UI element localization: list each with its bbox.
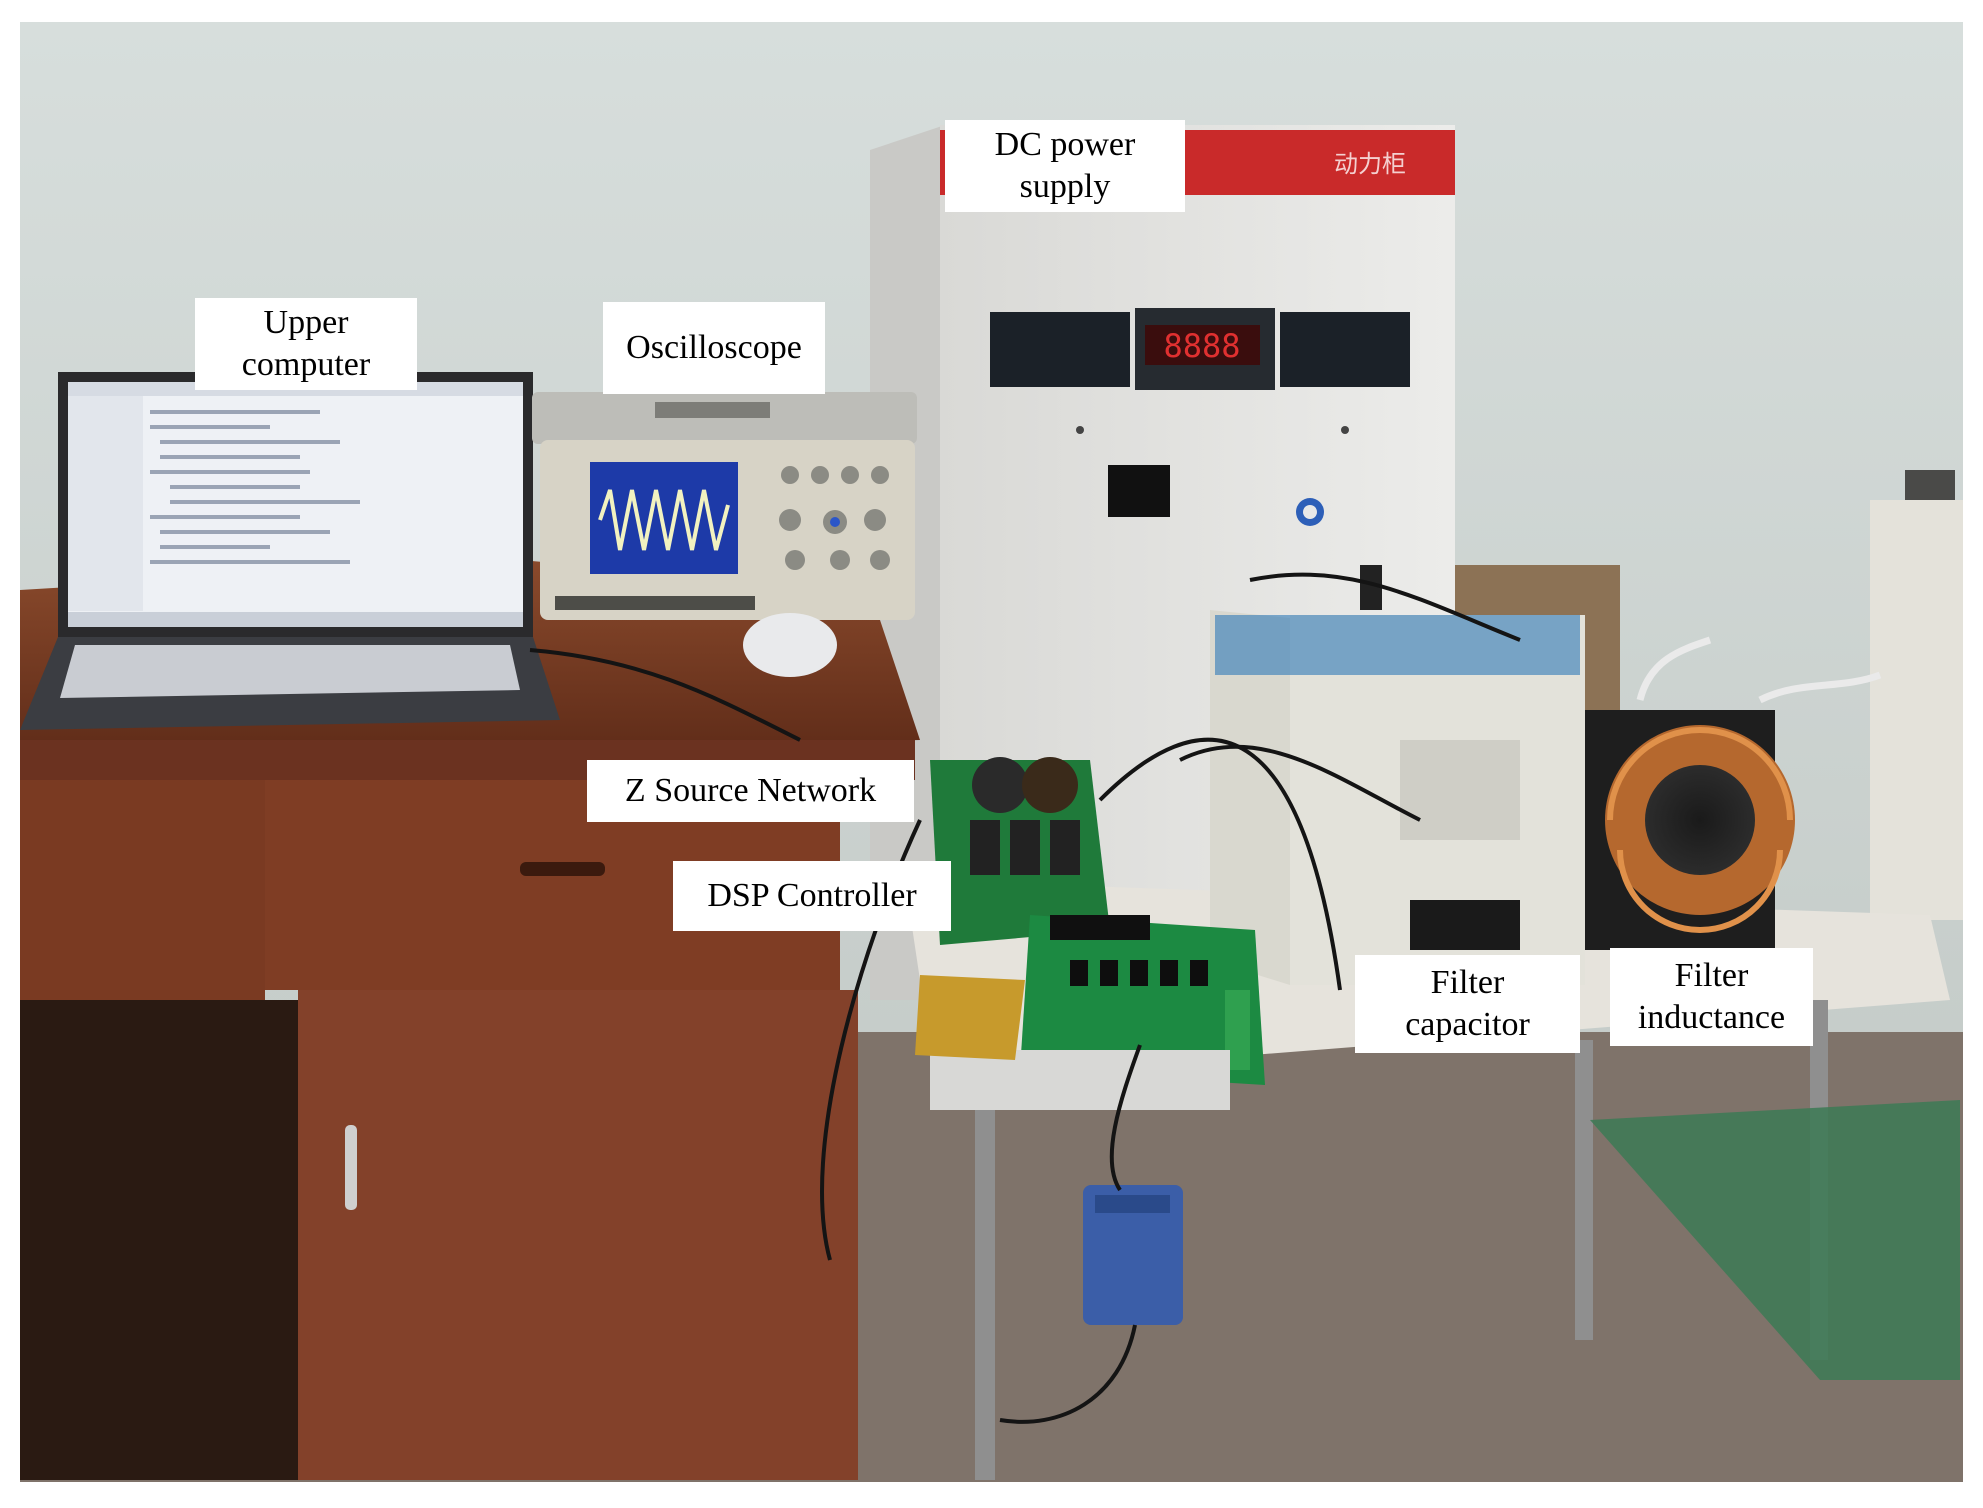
dsp-controller-board bbox=[1020, 915, 1265, 1085]
oscilloscope bbox=[532, 392, 917, 620]
cabinet-plate-text: 动力柜 bbox=[1334, 150, 1406, 178]
jtag-emulator bbox=[1083, 1185, 1183, 1325]
oscilloscope-screen bbox=[590, 462, 738, 574]
label-z-source-network: Z Source Network bbox=[587, 760, 914, 822]
desk-drawer-left bbox=[20, 780, 265, 1000]
label-dc-power-supply: DC power supply bbox=[945, 120, 1185, 212]
panel-meter-left bbox=[990, 312, 1130, 387]
desk-cabinet-door bbox=[298, 990, 858, 1480]
svg-text:8888: 8888 bbox=[1163, 327, 1240, 365]
background-equipment bbox=[1870, 500, 1963, 920]
laptop bbox=[20, 372, 560, 730]
label-filter-inductance: Filter inductance bbox=[1610, 948, 1813, 1046]
computer-mouse bbox=[743, 613, 837, 677]
label-upper-computer: Upper computer bbox=[195, 298, 417, 390]
panel-square-hole bbox=[1108, 465, 1170, 517]
copper-plate bbox=[915, 975, 1025, 1060]
label-dsp-controller: DSP Controller bbox=[673, 861, 951, 931]
filter-inductance-coil bbox=[1585, 710, 1795, 950]
label-oscilloscope: Oscilloscope bbox=[603, 302, 825, 394]
z-source-network-board bbox=[930, 757, 1110, 945]
heatsink bbox=[930, 1050, 1230, 1110]
panel-meter-right bbox=[1280, 312, 1410, 387]
cables bbox=[529, 572, 1521, 1424]
filter-capacitor-box bbox=[1210, 610, 1585, 985]
laptop-screen bbox=[68, 382, 523, 627]
label-filter-capacitor: Filter capacitor bbox=[1355, 955, 1580, 1053]
